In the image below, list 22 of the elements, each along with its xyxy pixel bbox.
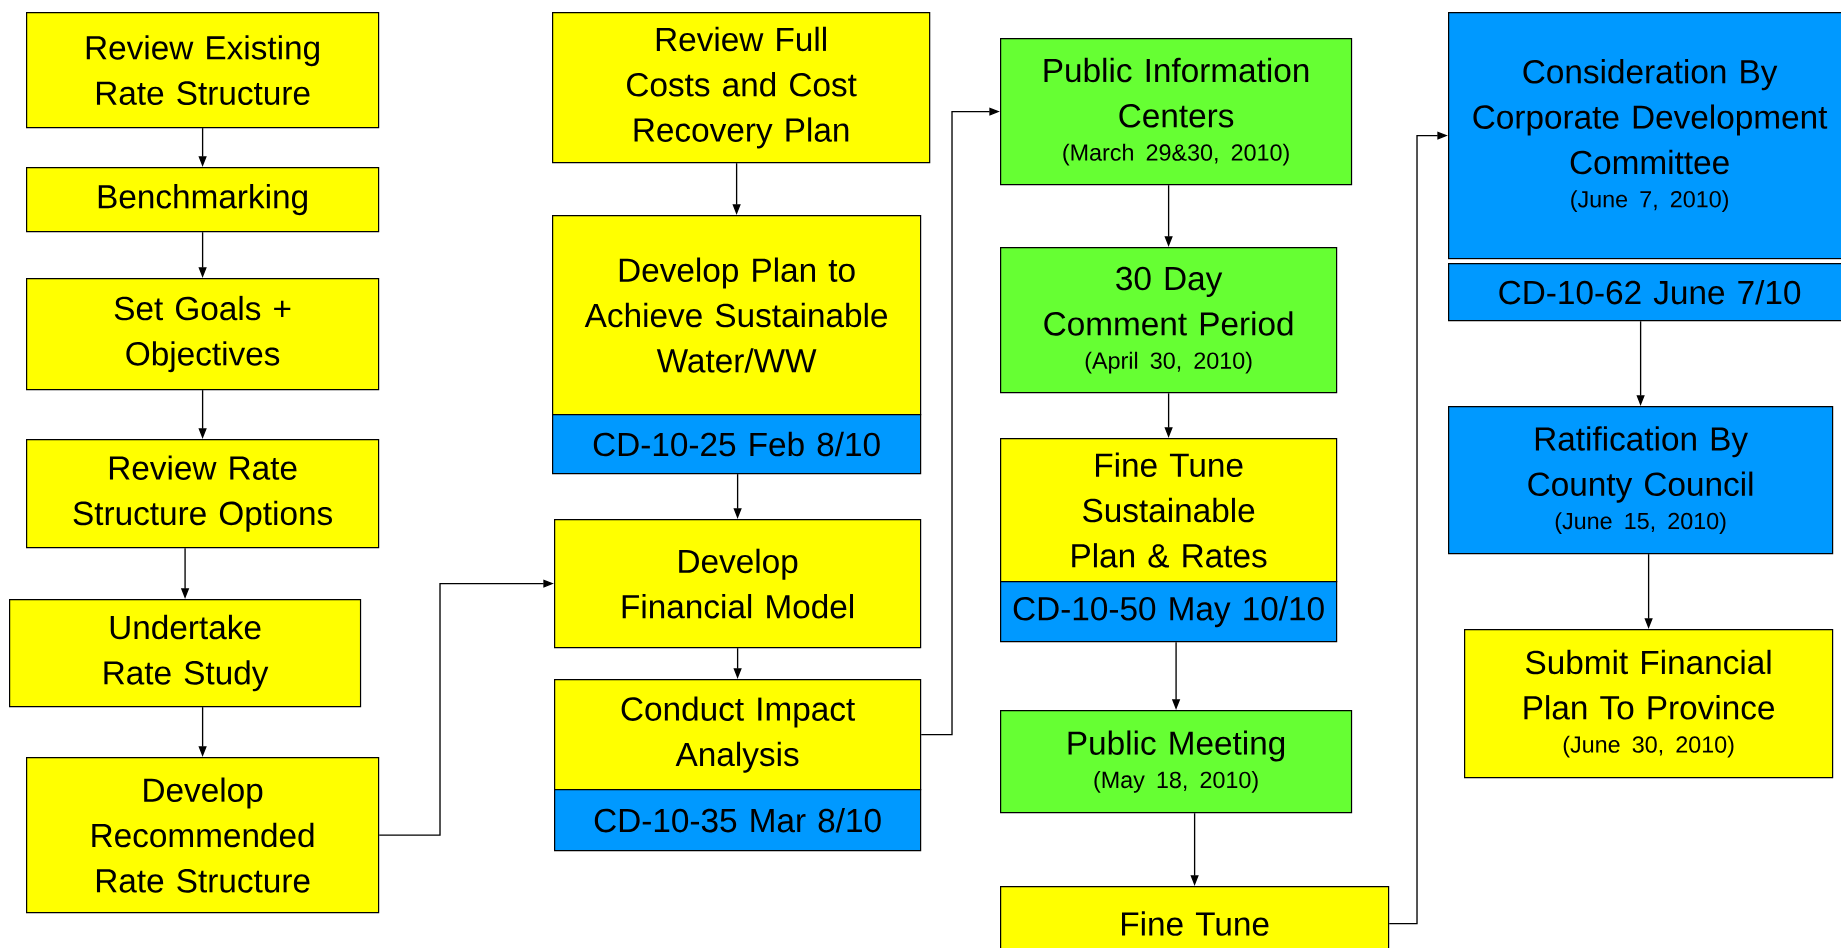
event-box: 30 Day Comment Period (April 30, 2010)	[1000, 247, 1338, 394]
process-box: Conduct Impact Analysis	[554, 679, 922, 791]
process-box: Review Existing Rate Structure	[26, 12, 380, 129]
approval-box: CD-10-25 Feb 8/10	[552, 414, 922, 475]
process-box: Submit Financial Plan To Province (June 30, 2010)	[1464, 629, 1834, 779]
approval-box: Consideration By Corporate Development Committee (June 7, 2010)	[1448, 12, 1841, 260]
process-box: Fine Tune Sustainable Plan & Rates	[1000, 438, 1338, 583]
process-box: Undertake Rate Study	[9, 599, 362, 708]
process-box: Set Goals + Objectives	[26, 278, 380, 391]
event-box: Public Information Centers (March 29&30, 2010)	[1000, 38, 1353, 186]
process-box: Benchmarking	[26, 167, 380, 233]
process-box: Review Full Costs and Cost Recovery Plan	[552, 12, 931, 164]
process-box: Fine Tune	[1000, 886, 1390, 948]
event-box: Public Meeting (May 18, 2010)	[1000, 710, 1353, 814]
approval-box: CD-10-50 May 10/10	[1000, 581, 1338, 643]
approval-box: CD-10-35 Mar 8/10	[554, 789, 922, 852]
process-box: Develop Recommended Rate Structure	[26, 757, 380, 914]
process-box: Develop Plan to Achieve Sustainable Water/WW	[552, 215, 922, 416]
process-box: Develop Financial Model	[554, 519, 922, 649]
process-box: Review Rate Structure Options	[26, 439, 380, 549]
approval-box: CD-10-62 June 7/10	[1448, 263, 1841, 322]
approval-box: Ratification By County Council (June 15, 2010)	[1448, 406, 1834, 555]
